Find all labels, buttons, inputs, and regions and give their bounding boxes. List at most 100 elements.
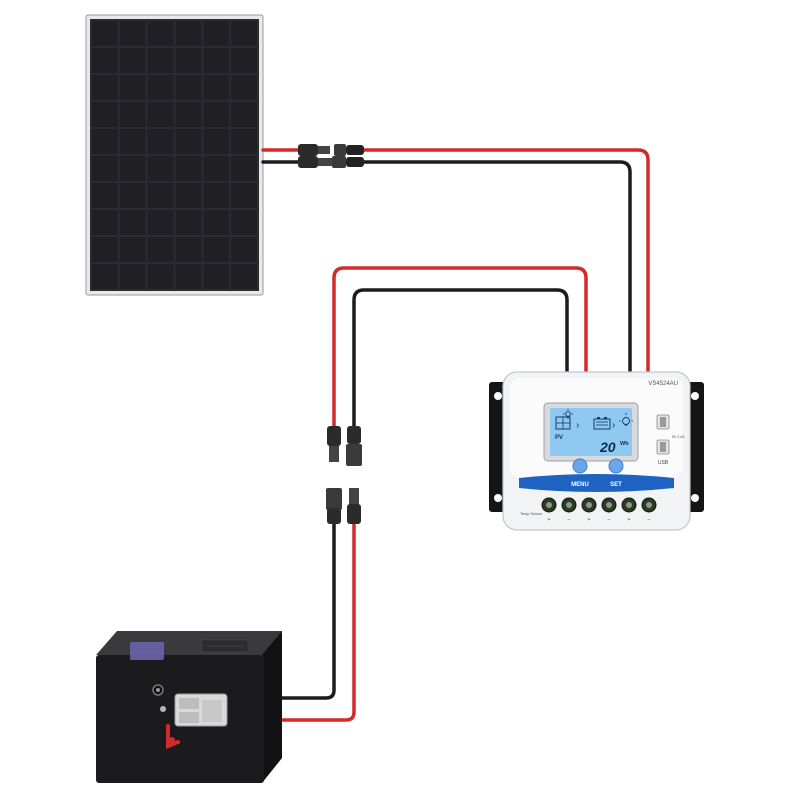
solar-cell (147, 237, 174, 262)
menu-button[interactable] (572, 458, 588, 474)
solar-cell (147, 210, 174, 235)
mc4-connector-mid-left-lower (326, 488, 342, 510)
solar-cell (203, 129, 230, 154)
solar-cell (203, 102, 230, 127)
screw-head (586, 502, 592, 508)
solar-cell (175, 102, 202, 127)
battery-icon (593, 417, 611, 430)
solar-cell (147, 21, 174, 46)
solar-cell (147, 102, 174, 127)
battery-negative-wire-upper (352, 288, 569, 430)
mc4-connector-mid-right-upper-body (346, 444, 362, 466)
mc4-connector-mid-right-lower (349, 488, 359, 506)
solar-cell (92, 75, 118, 100)
solar-cell (119, 237, 146, 262)
solar-cell (175, 129, 202, 154)
solar-cell (175, 156, 202, 181)
usb-ports: 5V 2.4A USB (656, 414, 685, 466)
solar-cell (119, 264, 146, 289)
solar-cell (231, 21, 257, 46)
screw-head (646, 502, 652, 508)
solar-cell (92, 237, 118, 262)
charge-controller: VS4524AU PV › › 20 (489, 371, 704, 531)
controller-model-label: VS4524AU (648, 381, 678, 387)
menu-button-label: MENU (571, 482, 589, 488)
light-bulb-icon (619, 413, 633, 426)
solar-cell (203, 210, 230, 235)
solar-cell (175, 21, 202, 46)
solar-cell (147, 156, 174, 181)
solar-cell (147, 75, 174, 100)
solar-cell (119, 21, 146, 46)
solar-cell (231, 183, 257, 208)
solar-cell (203, 21, 230, 46)
mc4-connector-male-top-negative (298, 156, 332, 168)
mc4-connector-female-top-negative (332, 156, 364, 168)
mc4-connector-pair-middle (326, 426, 362, 524)
solar-cell (203, 48, 230, 73)
solar-cell (175, 264, 202, 289)
terminal-polarity-mark: + (548, 517, 551, 523)
solar-cell (231, 210, 257, 235)
solar-cell (203, 237, 230, 262)
lcd-pv-label: PV (555, 435, 563, 441)
solar-cell (147, 183, 174, 208)
terminal-polarity-mark: − (608, 517, 611, 523)
lcd-readout-value: 20 (599, 439, 616, 455)
arrow-right-icon: › (576, 420, 579, 431)
solar-cell (203, 264, 230, 289)
wiring (224, 148, 650, 722)
solar-cell (92, 210, 118, 235)
solar-cell (175, 237, 202, 262)
anderson-plug[interactable] (174, 693, 228, 727)
terminal-polarity-marks: +−+−+− (548, 517, 651, 523)
battery-display-screen (130, 642, 164, 660)
solar-cell (231, 264, 257, 289)
usb-rating-label: 5V 2.4A (672, 435, 685, 439)
solar-cell (231, 48, 257, 73)
solar-cell (92, 21, 118, 46)
battery-red-lead (166, 724, 180, 749)
solar-cell (119, 48, 146, 73)
battery-positive-wire-lower (224, 520, 356, 722)
solar-cell (175, 210, 202, 235)
solar-cell (119, 210, 146, 235)
solar-cell (92, 264, 118, 289)
solar-cell (147, 48, 174, 73)
terminal-polarity-mark: + (588, 517, 591, 523)
temp-sensor-label: Temp Sensor (520, 512, 543, 516)
solar-cell (119, 102, 146, 127)
lcd-screen (550, 408, 632, 456)
pv-negative-wire (360, 160, 632, 374)
mc4-connector-mid-left-lower-tail (327, 508, 341, 524)
mc4-connector-mid-left-upper-nose (329, 446, 339, 462)
solar-cell (203, 75, 230, 100)
solar-cell (92, 48, 118, 73)
pv-positive-wire (360, 148, 650, 374)
mc4-connector-pair-top (298, 144, 364, 168)
solar-cell (175, 183, 202, 208)
solar-cell (119, 156, 146, 181)
terminal-polarity-mark: − (648, 517, 651, 523)
arrow-right-icon: › (612, 420, 615, 431)
solar-cell (175, 48, 202, 73)
solar-cell (147, 264, 174, 289)
solar-cell (119, 75, 146, 100)
solar-cell (231, 156, 257, 181)
pv-panel-icon (555, 416, 571, 430)
solar-cell (231, 237, 257, 262)
mc4-connector-mid-left-upper (327, 426, 341, 446)
screw-head (606, 502, 612, 508)
battery-side-face (262, 631, 282, 783)
solar-cell (92, 183, 118, 208)
battery-positive-wire-upper (332, 266, 588, 430)
solar-cell (175, 75, 202, 100)
solar-cell (92, 156, 118, 181)
solar-cell (203, 183, 230, 208)
solar-cell (203, 156, 230, 181)
set-button[interactable] (608, 458, 624, 474)
solar-cell (92, 129, 118, 154)
solar-cell (231, 75, 257, 100)
mc4-connector-female-top-positive (334, 144, 364, 156)
